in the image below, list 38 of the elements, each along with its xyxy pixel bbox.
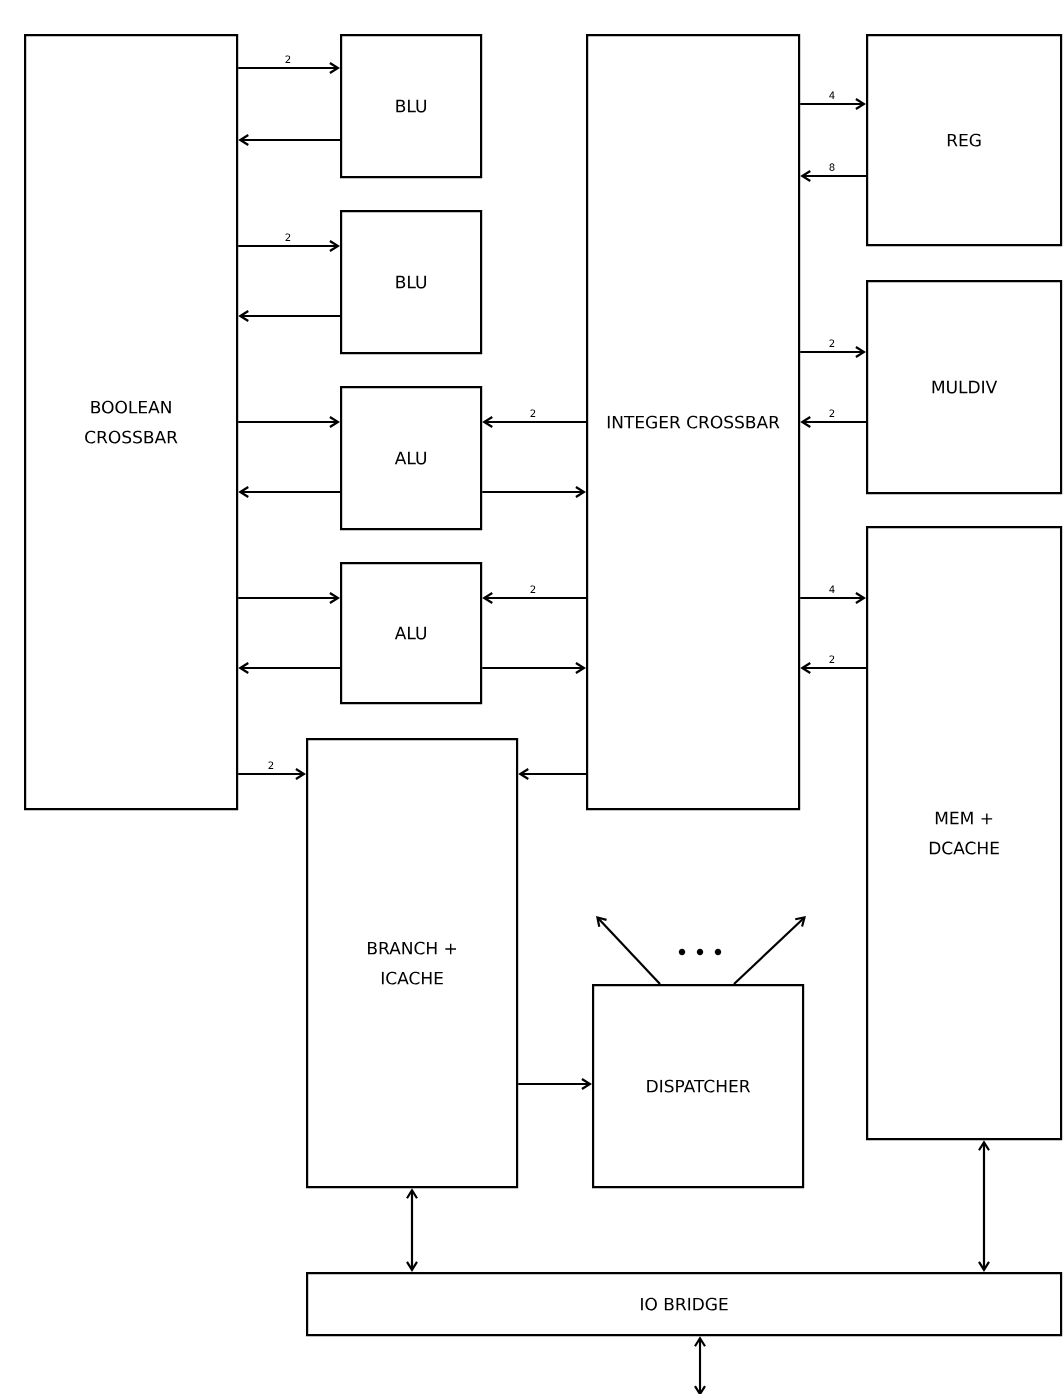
block-box: ALU (340, 562, 483, 705)
arrow (518, 1078, 592, 1090)
block-box: BOOLEAN CROSSBAR (24, 34, 239, 811)
block-box: MEM + DCACHE (866, 526, 1063, 1141)
block-box: REG (866, 34, 1063, 247)
arrow (238, 240, 340, 252)
arrow (238, 768, 306, 780)
arrow (406, 1188, 418, 1272)
arrow (482, 592, 586, 604)
block-box: BLU (340, 210, 483, 355)
arrow (596, 916, 661, 985)
arrow (238, 662, 340, 674)
arrow (238, 310, 340, 322)
arrow (482, 662, 586, 674)
arrow (238, 486, 340, 498)
arrow (800, 170, 866, 182)
arrow (733, 916, 806, 985)
arrow (482, 486, 586, 498)
block-box: MULDIV (866, 280, 1063, 495)
arrow (238, 592, 340, 604)
block-box: IO BRIDGE (306, 1272, 1063, 1337)
block-box: DISPATCHER (592, 984, 805, 1189)
arrow (238, 416, 340, 428)
arrow (978, 1140, 990, 1272)
arrow (800, 592, 866, 604)
arrow (800, 346, 866, 358)
arrow (482, 416, 586, 428)
block-box: BRANCH + ICACHE (306, 738, 519, 1189)
arrow (518, 768, 586, 780)
block-box: BLU (340, 34, 483, 179)
arrow (238, 62, 340, 74)
block-box: INTEGER CROSSBAR (586, 34, 801, 811)
arrow (800, 662, 866, 674)
block-box: ALU (340, 386, 483, 531)
arrow (800, 98, 866, 110)
arrow (238, 134, 340, 146)
arrow (694, 1336, 706, 1394)
arrow (800, 416, 866, 428)
